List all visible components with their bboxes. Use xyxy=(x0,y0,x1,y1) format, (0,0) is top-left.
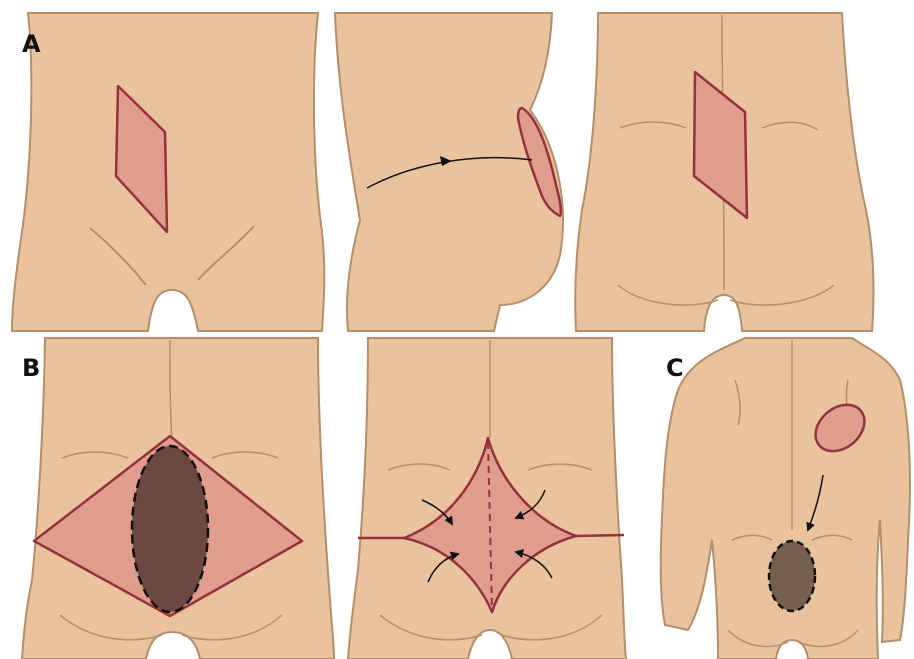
panel-a-front-view xyxy=(12,13,324,331)
defect-dashed-outline xyxy=(132,446,208,612)
panel-b-closure-view xyxy=(348,338,626,659)
torso-c-skin xyxy=(661,338,910,659)
panel-label-c: C xyxy=(666,354,684,382)
panel-label-b: B xyxy=(22,354,40,382)
panel-b-defect-view xyxy=(22,338,334,659)
panel-label-a: A xyxy=(22,30,41,58)
torso-front-skin xyxy=(12,13,324,331)
closure-extension-right xyxy=(576,535,624,536)
panel-c-view xyxy=(661,338,910,659)
defect-c-dashed xyxy=(769,541,815,611)
panel-a-back-view xyxy=(575,13,873,331)
panel-a-lateral-view xyxy=(335,13,563,331)
torso-lateral-skin xyxy=(335,13,563,331)
